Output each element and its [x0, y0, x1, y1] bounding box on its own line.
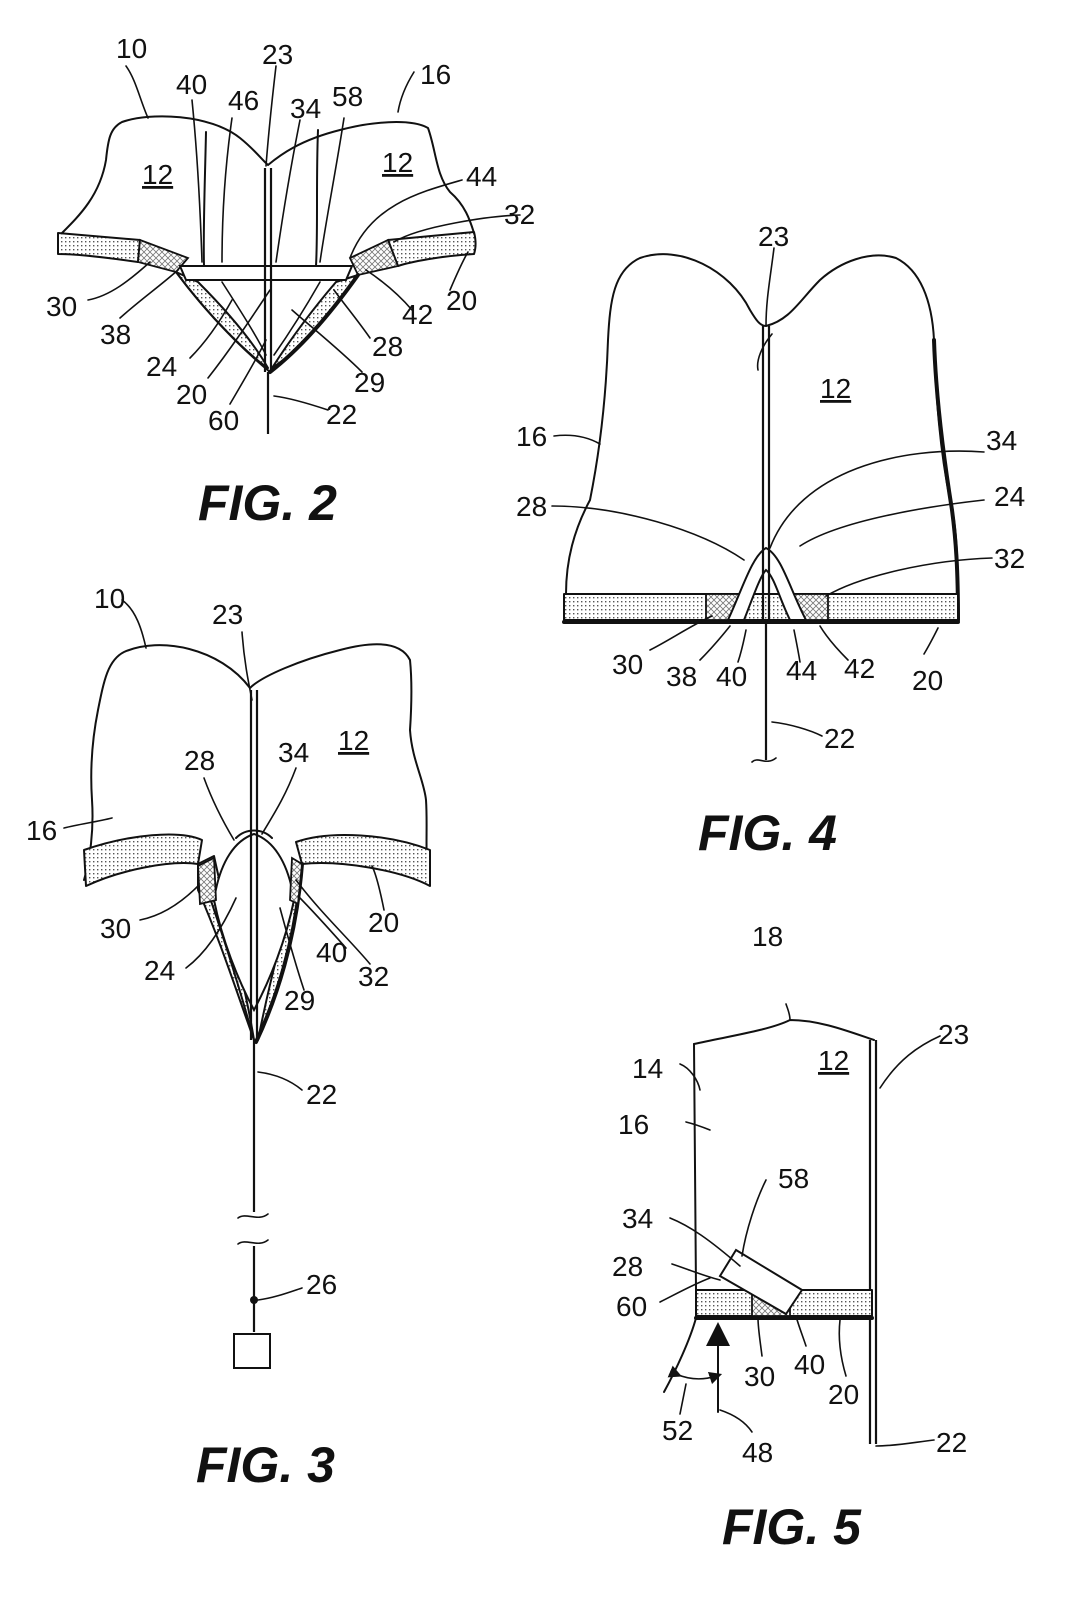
fig4-label-16: 16	[516, 421, 547, 452]
fig5-label-30: 30	[744, 1361, 775, 1392]
fig5-title: FIG. 5	[722, 1499, 862, 1555]
fig2-label-24: 24	[146, 351, 177, 382]
fig5-label-28: 28	[612, 1251, 643, 1282]
fig2-label-16: 16	[420, 59, 451, 90]
fig4-label-28: 28	[516, 491, 547, 522]
fig2-drawing	[57, 65, 521, 434]
fig3-label-12: 12	[338, 725, 369, 756]
fig3-label-28: 28	[184, 745, 215, 776]
fig2-label-42: 42	[402, 299, 433, 330]
fig5-label-60: 60	[616, 1291, 647, 1322]
fig2-label-44: 44	[466, 161, 497, 192]
fig5-reference-labels: 18 23 12 14 16 58 34 28 60 30 40 20 52 4…	[612, 921, 969, 1468]
figure-3: 10 23 12 28 34 16 30 20 40 24 29 32 22 2…	[26, 583, 431, 1493]
fig4-title: FIG. 4	[698, 805, 837, 861]
fig4-label-24: 24	[994, 481, 1025, 512]
fig4-reference-labels: 23 12 16 34 24 28 32 30 38 40 44 42 20 2…	[516, 221, 1025, 754]
fig3-label-30: 30	[100, 913, 131, 944]
fig5-label-22: 22	[936, 1427, 967, 1458]
fig2-label-20-right: 20	[446, 285, 477, 316]
fig2-reference-labels: 10 40 46 23 34 58 16 12 12 44 32 30 38 4…	[46, 33, 535, 436]
fig2-label-12-left: 12	[142, 159, 173, 190]
fig4-label-42: 42	[844, 653, 875, 684]
fig3-label-26: 26	[306, 1269, 337, 1300]
fig2-label-32: 32	[504, 199, 535, 230]
fig3-label-32: 32	[358, 961, 389, 992]
figure-4: 23 12 16 34 24 28 32 30 38 40 44 42 20 2…	[516, 221, 1025, 861]
fig4-drawing	[551, 247, 993, 763]
fig3-drawing	[63, 599, 431, 1369]
fig4-label-34: 34	[986, 425, 1017, 456]
fig2-label-10: 10	[116, 33, 147, 64]
fig3-label-22: 22	[306, 1079, 337, 1110]
fig2-label-12-right: 12	[382, 147, 413, 178]
fig3-reference-labels: 10 23 12 28 34 16 30 20 40 24 29 32 22 2…	[26, 583, 399, 1300]
fig5-drawing	[659, 1003, 941, 1447]
fig2-label-60: 60	[208, 405, 239, 436]
fig2-label-29: 29	[354, 367, 385, 398]
fig5-label-16: 16	[618, 1109, 649, 1140]
fig5-label-18: 18	[752, 921, 783, 952]
fig3-label-34: 34	[278, 737, 309, 768]
fig5-label-48: 48	[742, 1437, 773, 1468]
fig5-label-20: 20	[828, 1379, 859, 1410]
fig3-label-20: 20	[368, 907, 399, 938]
fig2-label-46: 46	[228, 85, 259, 116]
fig4-label-30: 30	[612, 649, 643, 680]
fig4-label-12: 12	[820, 373, 851, 404]
fig2-label-20-left: 20	[176, 379, 207, 410]
fig5-label-52: 52	[662, 1415, 693, 1446]
fig4-label-23: 23	[758, 221, 789, 252]
fig2-label-28: 28	[372, 331, 403, 362]
fig2-label-22: 22	[326, 399, 357, 430]
fig2-label-40: 40	[176, 69, 207, 100]
fig2-title: FIG. 2	[198, 475, 337, 531]
fig5-label-14: 14	[632, 1053, 663, 1084]
fig4-label-44: 44	[786, 655, 817, 686]
fig4-label-32: 32	[994, 543, 1025, 574]
fig4-label-38: 38	[666, 661, 697, 692]
fig5-label-23: 23	[938, 1019, 969, 1050]
fig3-cord-knot	[250, 1296, 258, 1304]
fig3-title: FIG. 3	[196, 1437, 335, 1493]
fig5-label-58: 58	[778, 1163, 809, 1194]
fig2-label-30: 30	[46, 291, 77, 322]
fig2-label-34: 34	[290, 93, 321, 124]
fig4-label-20: 20	[912, 665, 943, 696]
fig4-label-40: 40	[716, 661, 747, 692]
fig3-label-29: 29	[284, 985, 315, 1016]
fig3-label-24: 24	[144, 955, 175, 986]
fig2-label-38: 38	[100, 319, 131, 350]
fig3-label-10: 10	[94, 583, 125, 614]
fig3-label-23: 23	[212, 599, 243, 630]
figure-2: 10 40 46 23 34 58 16 12 12 44 32 30 38 4…	[46, 33, 535, 531]
fig3-weight	[233, 1333, 271, 1369]
fig2-label-58: 58	[332, 81, 363, 112]
figure-5: 18 23 12 14 16 58 34 28 60 30 40 20 52 4…	[612, 921, 969, 1555]
fig4-label-22: 22	[824, 723, 855, 754]
fig5-label-34: 34	[622, 1203, 653, 1234]
fig2-label-23: 23	[262, 39, 293, 70]
fig3-label-16: 16	[26, 815, 57, 846]
fig3-label-40: 40	[316, 937, 347, 968]
fig5-label-40: 40	[794, 1349, 825, 1380]
fig5-label-12: 12	[818, 1045, 849, 1076]
